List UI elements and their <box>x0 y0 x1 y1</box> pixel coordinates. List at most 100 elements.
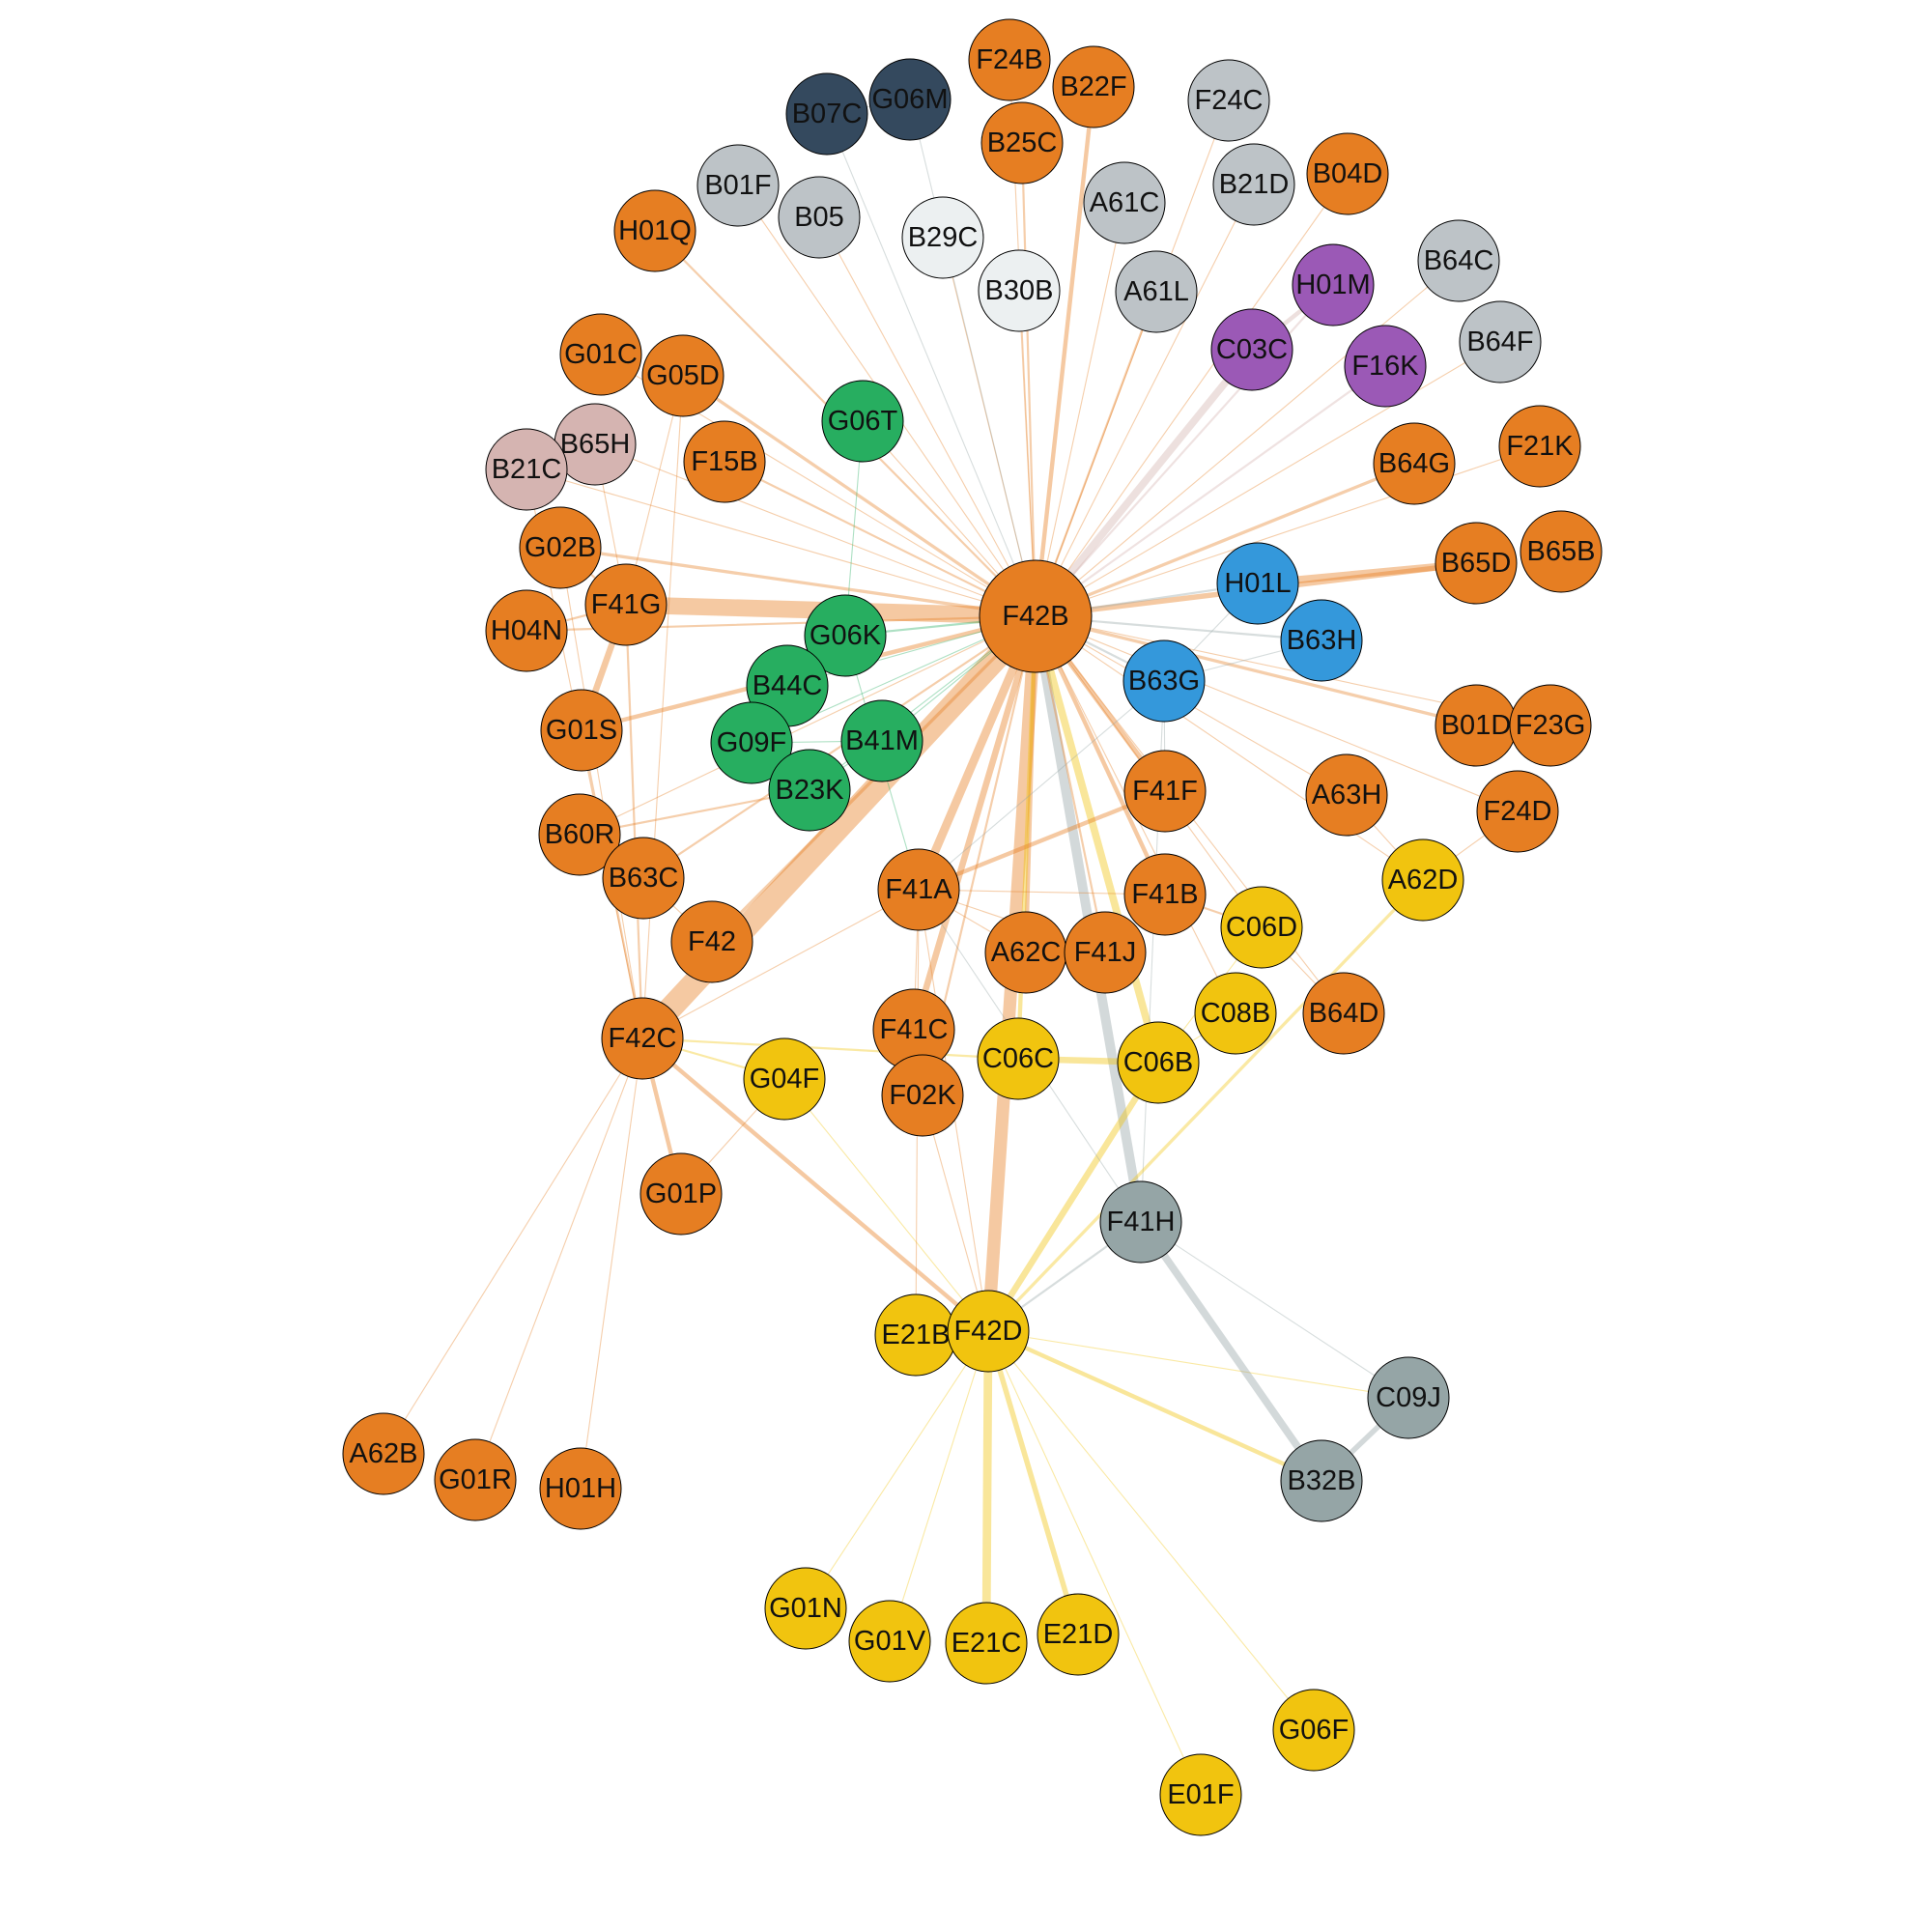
node-circle[interactable] <box>1123 853 1207 936</box>
node-E21D[interactable]: E21D <box>1037 1593 1120 1676</box>
node-G01C[interactable]: G01C <box>559 313 642 396</box>
node-B21C[interactable]: B21C <box>485 428 568 511</box>
node-G06K[interactable]: G06K <box>804 594 887 677</box>
node-circle[interactable] <box>538 793 621 876</box>
node-circle[interactable] <box>785 72 868 156</box>
node-circle[interactable] <box>877 848 960 931</box>
node-F41J[interactable]: F41J <box>1064 911 1147 994</box>
node-E01F[interactable]: E01F <box>1159 1753 1242 1836</box>
node-circle[interactable] <box>764 1567 847 1650</box>
node-B30B[interactable]: B30B <box>978 249 1061 332</box>
node-B29C[interactable]: B29C <box>901 196 984 279</box>
node-circle[interactable] <box>1498 405 1581 488</box>
node-circle[interactable] <box>1280 599 1363 682</box>
node-B64F[interactable]: B64F <box>1459 300 1542 384</box>
node-H01H[interactable]: H01H <box>539 1447 622 1530</box>
node-F42D[interactable]: F42D <box>947 1290 1030 1373</box>
node-circle[interactable] <box>804 594 887 677</box>
node-B21D[interactable]: B21D <box>1212 143 1295 226</box>
node-B05[interactable]: B05 <box>778 176 861 259</box>
node-B64G[interactable]: B64G <box>1373 422 1456 505</box>
node-circle[interactable] <box>1064 911 1147 994</box>
node-circle[interactable] <box>980 101 1064 185</box>
node-G01S[interactable]: G01S <box>540 689 623 772</box>
node-circle[interactable] <box>977 1017 1060 1100</box>
node-G01R[interactable]: G01R <box>434 1438 517 1521</box>
node-circle[interactable] <box>1216 542 1299 625</box>
node-circle[interactable] <box>1344 325 1427 408</box>
node-B65D[interactable]: B65D <box>1435 522 1518 605</box>
node-H01Q[interactable]: H01Q <box>613 189 696 272</box>
node-circle[interactable] <box>641 334 724 417</box>
node-B63C[interactable]: B63C <box>602 837 685 920</box>
node-A63H[interactable]: A63H <box>1305 753 1388 837</box>
node-circle[interactable] <box>1187 59 1270 142</box>
node-circle[interactable] <box>901 196 984 279</box>
node-B32B[interactable]: B32B <box>1280 1439 1363 1522</box>
node-circle[interactable] <box>979 559 1093 673</box>
node-circle[interactable] <box>559 313 642 396</box>
node-B04D[interactable]: B04D <box>1306 132 1389 215</box>
node-F42B[interactable]: F42B <box>979 559 1093 673</box>
node-B07C[interactable]: B07C <box>785 72 868 156</box>
node-F23G[interactable]: F23G <box>1509 684 1592 767</box>
node-G01N[interactable]: G01N <box>764 1567 847 1650</box>
node-circle[interactable] <box>778 176 861 259</box>
node-circle[interactable] <box>683 420 766 503</box>
node-B64C[interactable]: B64C <box>1417 219 1500 302</box>
node-F24D[interactable]: F24D <box>1476 770 1559 853</box>
node-circle[interactable] <box>434 1438 517 1521</box>
node-A62B[interactable]: A62B <box>342 1412 425 1495</box>
node-circle[interactable] <box>1115 250 1198 333</box>
node-F41G[interactable]: F41G <box>584 563 668 646</box>
node-circle[interactable] <box>1520 510 1603 593</box>
node-circle[interactable] <box>639 1152 723 1236</box>
node-B63H[interactable]: B63H <box>1280 599 1363 682</box>
node-B60R[interactable]: B60R <box>538 793 621 876</box>
node-circle[interactable] <box>539 1447 622 1530</box>
node-circle[interactable] <box>1210 308 1293 391</box>
node-B01F[interactable]: B01F <box>696 144 780 227</box>
node-circle[interactable] <box>1292 243 1375 327</box>
node-circle[interactable] <box>485 428 568 511</box>
node-G02B[interactable]: G02B <box>519 506 602 589</box>
node-G09F[interactable]: G09F <box>710 701 793 784</box>
node-circle[interactable] <box>1220 886 1303 969</box>
node-circle[interactable] <box>1509 684 1592 767</box>
node-B63G[interactable]: B63G <box>1122 639 1206 723</box>
node-circle[interactable] <box>1381 838 1464 922</box>
node-C08B[interactable]: C08B <box>1194 972 1277 1055</box>
node-F42[interactable]: F42 <box>670 900 753 983</box>
node-circle[interactable] <box>1099 1180 1182 1264</box>
node-C09J[interactable]: C09J <box>1367 1356 1450 1439</box>
node-F42C[interactable]: F42C <box>601 997 684 1080</box>
node-circle[interactable] <box>519 506 602 589</box>
node-circle[interactable] <box>868 58 952 141</box>
node-circle[interactable] <box>821 380 904 463</box>
node-circle[interactable] <box>584 563 668 646</box>
node-E21C[interactable]: E21C <box>945 1602 1028 1685</box>
node-circle[interactable] <box>945 1602 1028 1685</box>
node-H04N[interactable]: H04N <box>485 589 568 672</box>
node-F41F[interactable]: F41F <box>1123 750 1207 833</box>
node-circle[interactable] <box>840 699 923 782</box>
node-circle[interactable] <box>881 1054 964 1137</box>
node-circle[interactable] <box>1159 1753 1242 1836</box>
node-G06T[interactable]: G06T <box>821 380 904 463</box>
node-circle[interactable] <box>342 1412 425 1495</box>
node-circle[interactable] <box>1212 143 1295 226</box>
node-circle[interactable] <box>1302 972 1385 1055</box>
node-circle[interactable] <box>1417 219 1500 302</box>
node-circle[interactable] <box>1280 1439 1363 1522</box>
node-G01V[interactable]: G01V <box>848 1600 931 1683</box>
node-B41M[interactable]: B41M <box>840 699 923 782</box>
node-A62C[interactable]: A62C <box>984 911 1067 994</box>
node-B01D[interactable]: B01D <box>1435 684 1518 767</box>
node-circle[interactable] <box>848 1600 931 1683</box>
node-circle[interactable] <box>1037 1593 1120 1676</box>
node-F41H[interactable]: F41H <box>1099 1180 1182 1264</box>
node-F21K[interactable]: F21K <box>1498 405 1581 488</box>
node-F16K[interactable]: F16K <box>1344 325 1427 408</box>
node-circle[interactable] <box>947 1290 1030 1373</box>
node-circle[interactable] <box>1305 753 1388 837</box>
